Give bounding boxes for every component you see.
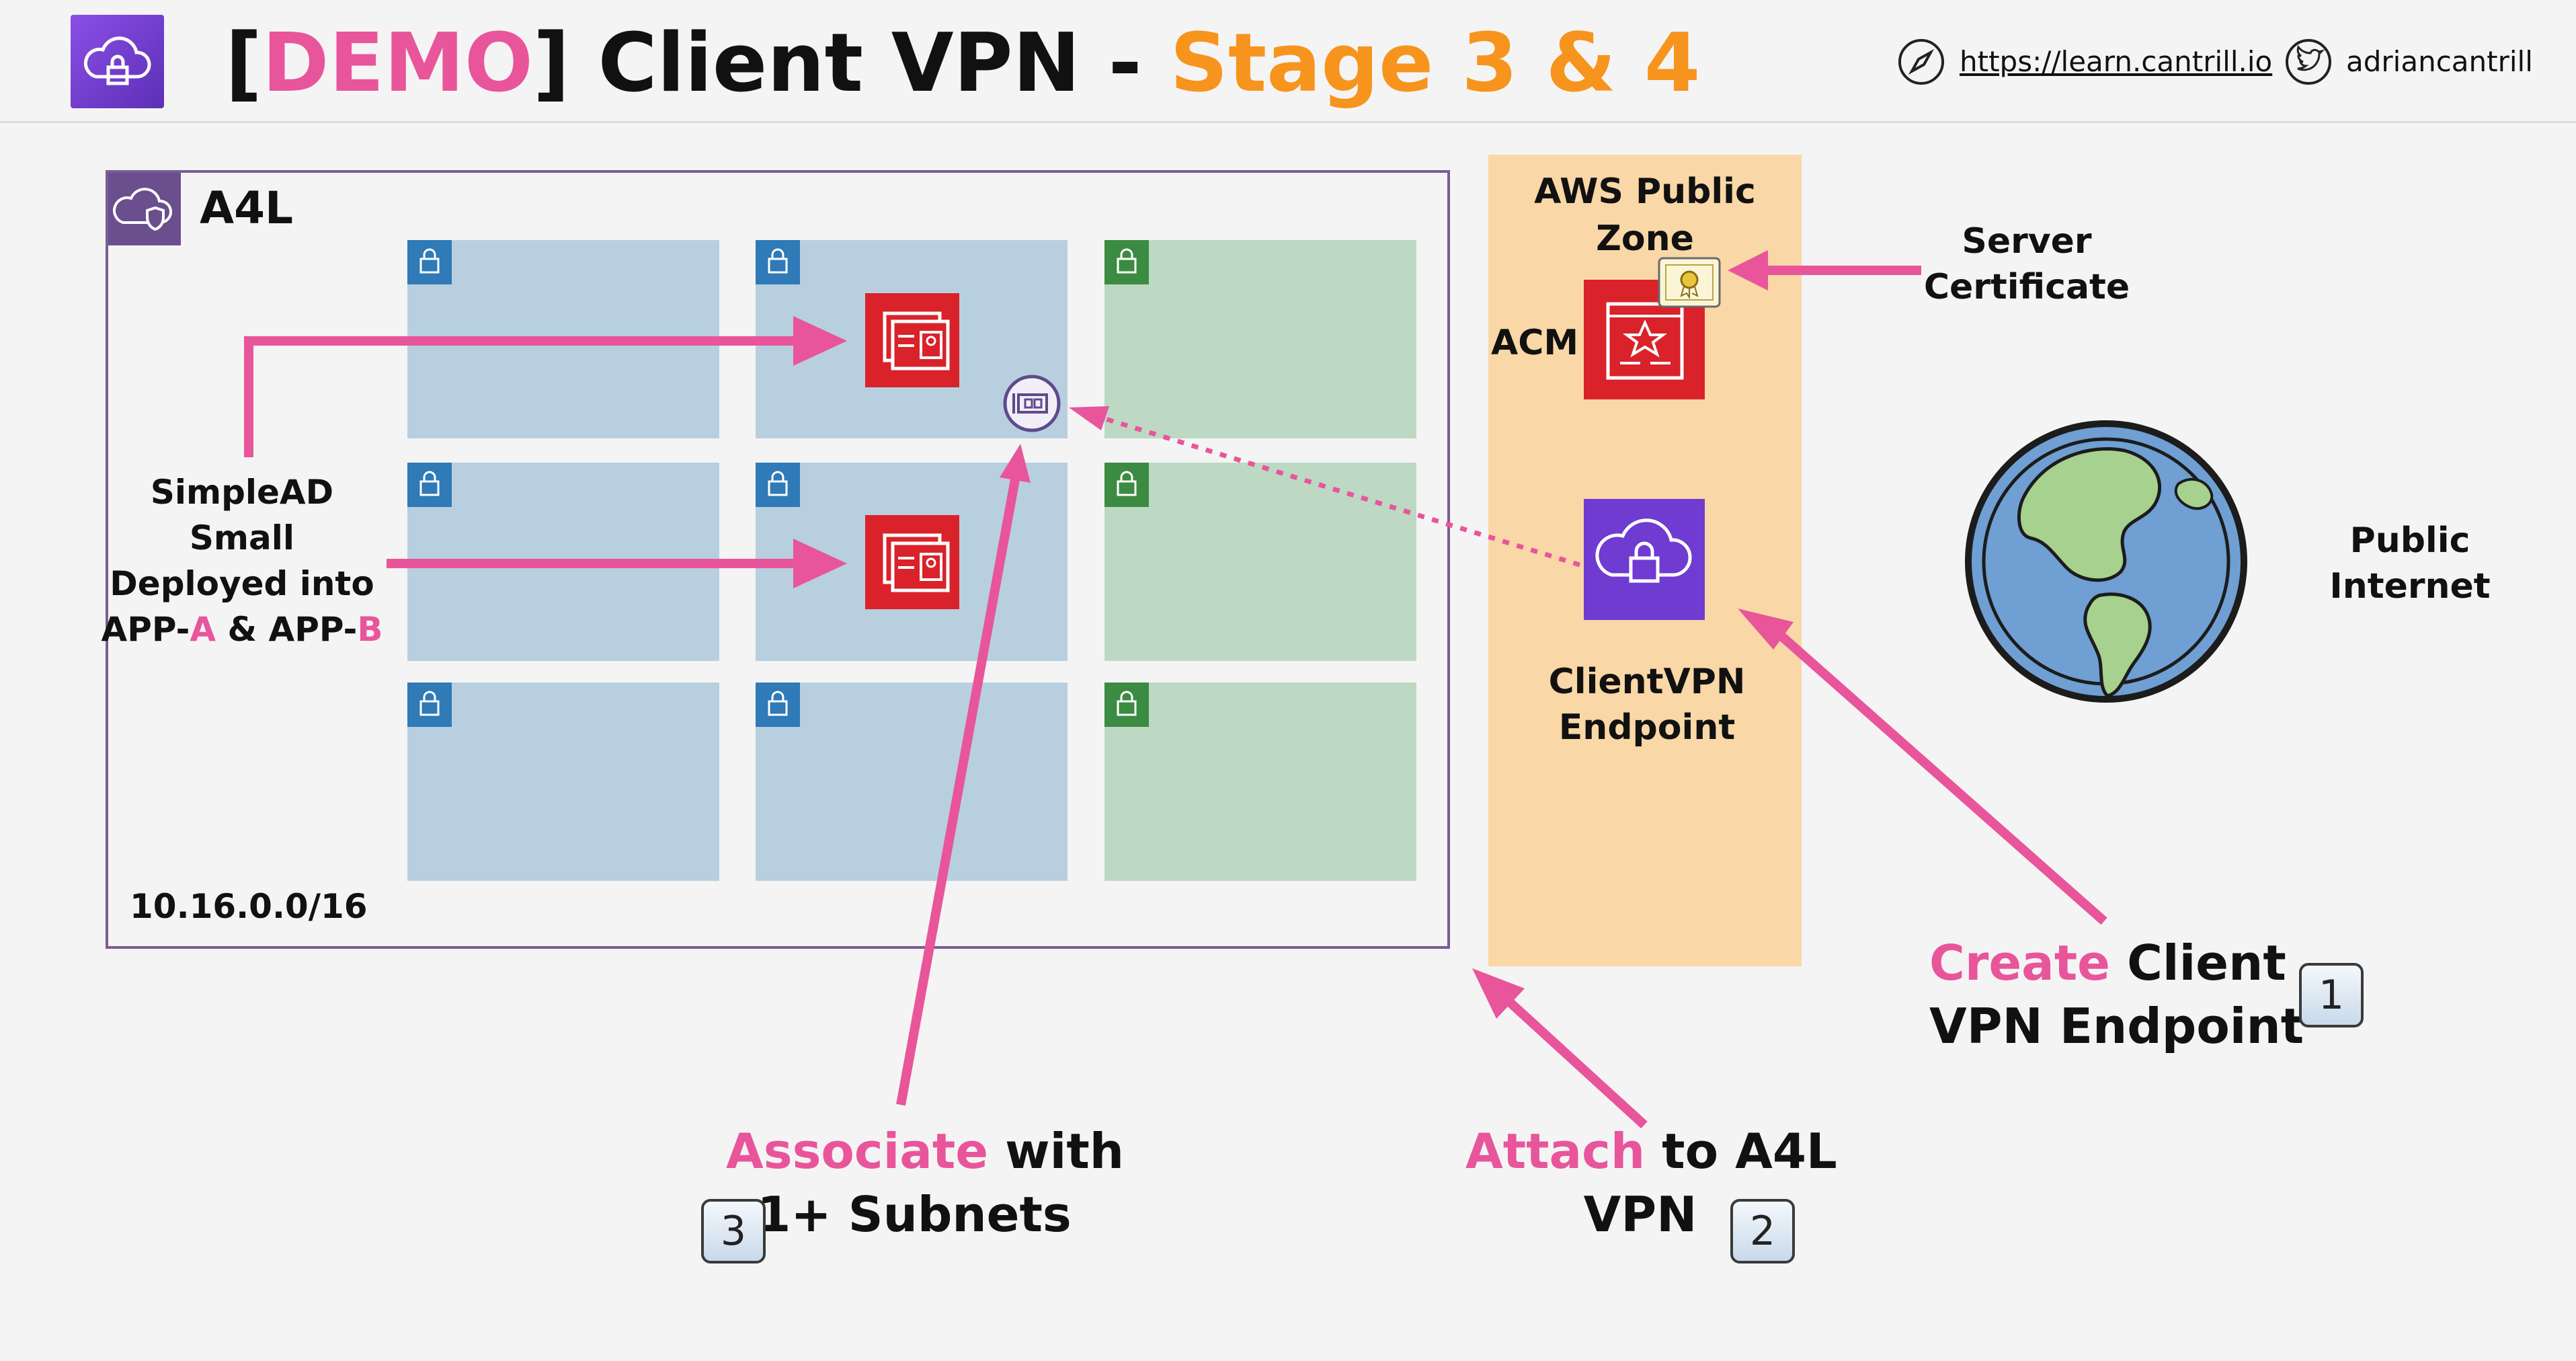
directory-service-icon-app-b — [865, 515, 959, 609]
lock-glyph — [419, 691, 440, 716]
attach-verb: Attach — [1465, 1123, 1646, 1179]
lock-glyph — [1117, 471, 1137, 496]
simplead-app-a: A — [190, 610, 216, 649]
endpoint-label-line-2: Endpoint — [1558, 707, 1736, 748]
lock-icon — [756, 683, 800, 727]
lock-glyph — [1117, 248, 1137, 274]
simplead-arrow-app-a — [244, 336, 803, 457]
lock-glyph — [768, 248, 788, 274]
title-stage: Stage 3 & 4 — [1170, 17, 1701, 110]
simplead-line-1: SimpleAD — [150, 473, 334, 512]
create-rest-1: Client — [2110, 935, 2286, 991]
certificate-label-line-2: Certificate — [1923, 267, 2130, 307]
private-subnet — [756, 683, 1068, 881]
network-interface-icon — [1003, 375, 1061, 432]
step-2-badge: 2 — [1730, 1199, 1795, 1263]
lock-glyph — [419, 471, 440, 496]
lock-icon — [407, 463, 452, 507]
associate-arrow — [896, 471, 1021, 1106]
twitter-icon — [2284, 38, 2333, 86]
lock-icon — [407, 683, 452, 727]
simplead-line-4: APP-A & APP-B — [101, 607, 383, 652]
lock-icon — [756, 240, 800, 284]
assoc-line-2: 1+ Subnets — [757, 1186, 1072, 1243]
public-subnet — [1104, 683, 1416, 881]
course-link[interactable]: https://learn.cantrill.io — [1960, 45, 2273, 78]
endpoint-eni-dotted-link — [1091, 412, 1581, 568]
directory-service-icon-app-a — [865, 293, 959, 387]
lock-icon — [1104, 683, 1149, 727]
simplead-app-mid: & APP- — [216, 610, 358, 649]
arrowhead — [1069, 406, 1109, 430]
create-verb: Create — [1929, 935, 2111, 991]
header-divider — [0, 121, 2576, 123]
acm-label: ACM — [1491, 323, 1579, 363]
simplead-line-2: Small — [189, 518, 295, 557]
public-internet-label: Public Internet — [2312, 518, 2507, 609]
simplead-app-prefix: APP- — [101, 610, 190, 649]
attach-line-2: VPN — [1583, 1186, 1697, 1243]
attach-arrow — [1502, 995, 1648, 1129]
client-vpn-endpoint-icon — [1584, 499, 1705, 620]
assoc-verb: Associate — [726, 1123, 989, 1179]
step-1-badge: 1 — [2299, 963, 2364, 1027]
create-endpoint-arrow — [1771, 626, 2107, 925]
endpoint-label-line-1: ClientVPN — [1548, 662, 1746, 702]
title-main: ] Client VPN - — [532, 17, 1170, 110]
lock-glyph — [768, 691, 788, 716]
lock-glyph — [1117, 691, 1137, 716]
simplead-app-b: B — [357, 610, 383, 649]
step-create-label: Create Client VPN Endpoint — [1929, 931, 2304, 1058]
title-bracket-open: [ — [225, 17, 262, 110]
step-3-badge: 3 — [701, 1199, 766, 1263]
public-zone-title: AWS Public Zone — [1534, 171, 1756, 259]
lock-icon — [756, 463, 800, 507]
assoc-rest-1: with — [988, 1123, 1125, 1179]
step-associate-label: Associate with 1+ Subnets — [726, 1120, 1124, 1246]
step-attach-label: Attach to A4L VPN — [1465, 1120, 1837, 1246]
simplead-line-3: Deployed into — [110, 564, 374, 603]
twitter-handle: adriancantrill — [2346, 45, 2533, 78]
create-line-2: VPN Endpoint — [1929, 998, 2304, 1054]
internet-label-line-1: Public — [2349, 520, 2470, 561]
vpc-name: A4L — [200, 182, 294, 234]
assoc-line-1: Associate with — [726, 1120, 1124, 1183]
arrowhead — [1472, 968, 1525, 1019]
certificate-icon — [1658, 257, 1721, 308]
arrowhead — [1738, 609, 1794, 650]
page-title: [DEMO] Client VPN - Stage 3 & 4 — [225, 13, 1700, 114]
simplead-label: SimpleAD Small Deployed into APP-A & APP… — [101, 469, 383, 652]
lock-icon — [1104, 240, 1149, 284]
certificate-label-line-1: Server — [1962, 221, 2092, 262]
arrowhead — [1000, 444, 1031, 483]
arrowhead — [793, 539, 847, 588]
lock-glyph — [419, 248, 440, 274]
create-line-1: Create Client — [1929, 931, 2286, 995]
public-subnet — [1104, 240, 1416, 438]
lock-icon — [407, 240, 452, 284]
lock-glyph — [768, 471, 788, 496]
arrowhead — [1728, 250, 1768, 290]
arrowhead — [793, 316, 847, 366]
public-subnet — [1104, 463, 1416, 661]
client-vpn-logo-icon — [71, 15, 164, 108]
attach-rest-1: to A4L — [1645, 1123, 1837, 1179]
private-subnet — [407, 683, 719, 881]
lock-icon — [1104, 463, 1149, 507]
attach-line-1: Attach to A4L — [1465, 1120, 1837, 1183]
compass-icon — [1897, 38, 1945, 86]
title-demo: DEMO — [261, 17, 533, 110]
server-certificate-label: Server Certificate — [1906, 219, 2148, 310]
vpc-cidr: 10.16.0.0/16 — [130, 887, 368, 926]
globe-icon — [1965, 420, 2247, 703]
internet-label-line-2: Internet — [2329, 566, 2491, 607]
vpc-icon — [108, 173, 181, 245]
client-vpn-endpoint-label: ClientVPN Endpoint — [1516, 659, 1778, 750]
